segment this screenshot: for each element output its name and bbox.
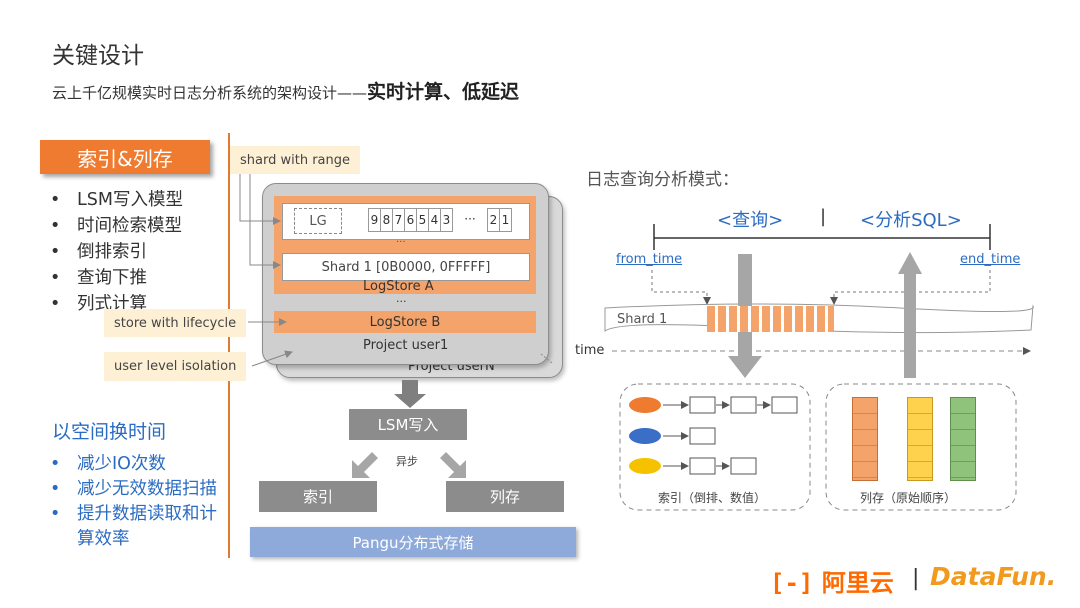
usern-dashed-pointer <box>540 353 553 364</box>
logstore-a-label: LogStore A <box>363 279 434 294</box>
callout-connector <box>251 350 293 367</box>
time-axis-label: time <box>575 343 605 358</box>
feature-item: 查询下推 <box>45 265 183 291</box>
shard-band-label: Shard 1 <box>617 312 668 327</box>
index-caption: 索引（倒排、数值） <box>658 491 767 505</box>
shard-ellipsis: ··· <box>396 237 406 248</box>
aliyun-logo-text: 阿里云 <box>821 569 894 597</box>
column-store-box: 列存 <box>446 481 564 512</box>
benefit-item-continuation: 算效率 <box>77 529 130 549</box>
benefit-item: 减少无效数据扫描 <box>45 477 217 502</box>
page-subtitle: 云上千亿规模实时日志分析系统的架构设计——实时计算、低延迟 <box>52 77 519 104</box>
feature-item: LSM写入模型 <box>45 187 183 213</box>
benefit-item: 提升数据读取和计 <box>45 502 217 527</box>
logstore-b-label: LogStore B <box>369 314 441 330</box>
isolation-callout: user level isolation <box>104 352 247 381</box>
shard-number: 8 <box>381 208 393 232</box>
shard-number: 5 <box>417 208 429 232</box>
async-label: 异步 <box>396 455 418 468</box>
query-mode-title: 日志查询分析模式： <box>586 170 739 190</box>
end-time-label: end_time <box>960 252 1021 267</box>
shard-number: 9 <box>368 208 381 232</box>
lg-box: LG <box>294 208 342 234</box>
shard-number: 6 <box>405 208 417 232</box>
lsm-write-box: LSM写入 <box>349 409 467 440</box>
shard-number: 4 <box>429 208 441 232</box>
logstore-b-box: LogStore B <box>274 311 536 333</box>
pangu-storage-box: Pangu分布式存储 <box>250 527 576 557</box>
logo-separator: | <box>912 566 920 591</box>
index-node <box>730 396 757 414</box>
datafun-logo: DataFun. <box>930 562 1057 591</box>
shard-number: 3 <box>441 208 453 232</box>
callout-connector <box>249 174 281 269</box>
divider-line <box>228 133 230 558</box>
query-separator: | <box>820 206 827 227</box>
project-user1-label: Project user1 <box>363 338 449 353</box>
shard-number-ellipsis: ··· <box>464 212 476 226</box>
lg-label: LG <box>309 213 327 229</box>
query-range-stripes <box>707 306 834 332</box>
subtitle-prefix: 云上千亿规模实时日志分析系统的架构设计—— <box>52 84 368 102</box>
shard-number: 7 <box>393 208 405 232</box>
async-arrow-right <box>440 452 466 478</box>
subtitle-emphasis: 实时计算、低延迟 <box>367 81 520 103</box>
feature-item: 时间检索模型 <box>45 213 183 239</box>
shard-range-box: Shard 1 [0B0000, 0FFFFF] <box>282 253 530 281</box>
index-ellipse-yellow <box>629 458 661 474</box>
index-ellipse-orange <box>629 397 661 413</box>
lsm-write-label: LSM写入 <box>377 416 439 434</box>
index-node <box>771 396 798 414</box>
shard-number-list: 9 8 7 6 5 4 3 ··· 2 1 <box>368 208 512 232</box>
column-stack-yellow <box>907 397 933 481</box>
index-node <box>689 427 716 445</box>
index-ellipse-blue <box>629 428 661 444</box>
shard-range-callout: shard with range <box>230 146 360 174</box>
analysis-up-arrow <box>898 252 922 378</box>
shard-number: 2 <box>487 208 500 232</box>
column-stack-green <box>950 397 976 481</box>
page-title: 关键设计 <box>52 43 144 69</box>
index-column-badge: 索引&列存 <box>40 140 210 174</box>
pangu-storage-label: Pangu分布式存储 <box>352 533 474 552</box>
feature-list: LSM写入模型 时间检索模型 倒排索引 查询下推 列式计算 <box>45 187 183 317</box>
aliyun-logo: [-] 阿里云 <box>770 569 894 597</box>
callout-connector <box>239 174 281 225</box>
lifecycle-callout: store with lifecycle <box>104 309 247 337</box>
index-container <box>619 383 811 511</box>
down-block-arrow <box>394 380 426 408</box>
index-label: 索引 <box>302 488 333 506</box>
index-node <box>730 457 757 475</box>
benefit-list: 减少IO次数 减少无效数据扫描 提升数据读取和计 算效率 <box>45 452 217 552</box>
benefit-item: 减少IO次数 <box>45 452 217 477</box>
from-time-pointer <box>651 270 711 305</box>
column-stack-orange <box>852 397 878 481</box>
query-label: <查询> <box>717 210 784 231</box>
space-for-time-title: 以空间换时间 <box>52 421 167 443</box>
async-arrow-left <box>352 452 378 478</box>
column-container <box>825 383 1017 511</box>
index-box: 索引 <box>259 481 377 512</box>
index-node <box>689 396 716 414</box>
index-node <box>689 457 716 475</box>
feature-item: 倒排索引 <box>45 239 183 265</box>
column-caption: 列存（原始顺序） <box>860 491 957 505</box>
shard-range-label: Shard 1 [0B0000, 0FFFFF] <box>321 259 491 275</box>
column-store-label: 列存 <box>489 488 520 506</box>
analysis-label: <分析SQL> <box>860 210 962 231</box>
shard-number: 1 <box>500 208 512 232</box>
from-time-label: from_time <box>616 252 683 267</box>
logstore-ellipsis: ··· <box>396 295 407 308</box>
